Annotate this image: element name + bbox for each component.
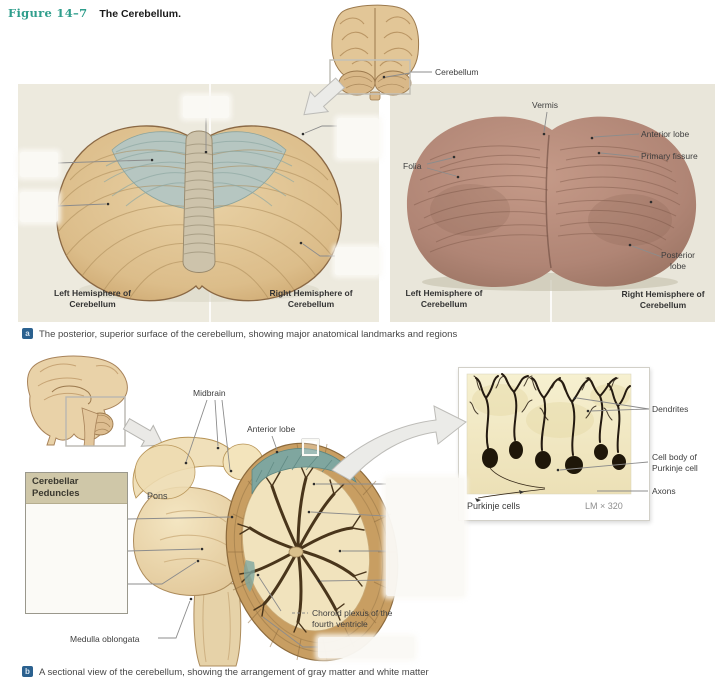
blank-label-vermis-illustration[interactable] <box>183 96 229 118</box>
left-hemisphere-photo-label: Left Hemisphere of Cerebellum <box>405 288 483 309</box>
blank-label-right-1[interactable] <box>337 118 379 158</box>
pons-label: Pons <box>147 491 168 501</box>
panel-a-illustration-bg <box>18 84 379 322</box>
left-hemisphere-illustration-label: Left Hemisphere of Cerebellum <box>54 288 131 309</box>
posterior-lobe-label: Posterior lobe <box>660 250 695 271</box>
blank-label-left-1[interactable] <box>20 152 58 177</box>
right-hemisphere-photo-label: Right Hemisphere of Cerebellum <box>621 289 705 310</box>
right-hemisphere-illustration-label: Right Hemisphere of Cerebellum <box>269 288 353 309</box>
magnification-label: LM × 320 <box>585 501 623 511</box>
medulla-label: Medulla oblongata <box>70 634 140 644</box>
panel-a-caption: The posterior, superior surface of the c… <box>39 329 458 340</box>
cell-body-label: Cell body of Purkinje cell <box>652 452 698 473</box>
cerebellar-peduncles-title: Cerebellar Peduncles <box>26 473 127 504</box>
panel-b-caption: A sectional view of the cerebellum, show… <box>39 667 429 678</box>
sagittal-brain-inset <box>27 355 164 447</box>
folia-label: Folia <box>403 161 422 171</box>
anterior-lobe-photo-label: Anterior lobe <box>641 129 690 139</box>
blank-label-left-2[interactable] <box>20 192 58 222</box>
primary-fissure-label: Primary fissure <box>641 151 698 161</box>
panel-a-photo-divider <box>550 280 552 322</box>
blank-label-section-stack[interactable] <box>386 478 464 596</box>
dendrites-label: Dendrites <box>652 404 689 414</box>
axons-label: Axons <box>652 486 676 496</box>
midbrain-label: Midbrain <box>193 388 226 398</box>
cerebellum-inset-label: Cerebellum <box>435 67 479 77</box>
cerebellar-peduncles-box[interactable]: Cerebellar Peduncles <box>25 472 128 614</box>
section-arrow <box>331 405 467 481</box>
purkinje-micrograph-card <box>458 367 650 521</box>
panel-b-badge: b <box>22 666 33 677</box>
blank-label-section-bottom[interactable] <box>318 637 414 658</box>
panel-a-photo-bg <box>390 84 715 322</box>
panel-a-badge: a <box>22 328 33 339</box>
vermis-label: Vermis <box>532 100 558 110</box>
purkinje-cells-caption: Purkinje cells <box>467 501 521 511</box>
figure-number: Figure 14–7 <box>8 6 88 20</box>
panel-a-left-divider <box>209 84 211 322</box>
blank-label-right-2[interactable] <box>335 247 379 275</box>
figure-header: Figure 14–7 The Cerebellum. <box>8 4 181 22</box>
choroid-plexus-label: Choroid plexus of the fourth ventricle <box>312 608 393 629</box>
anterior-lobe-section-label: Anterior lobe <box>247 424 296 434</box>
figure-title: The Cerebellum. <box>99 8 182 20</box>
